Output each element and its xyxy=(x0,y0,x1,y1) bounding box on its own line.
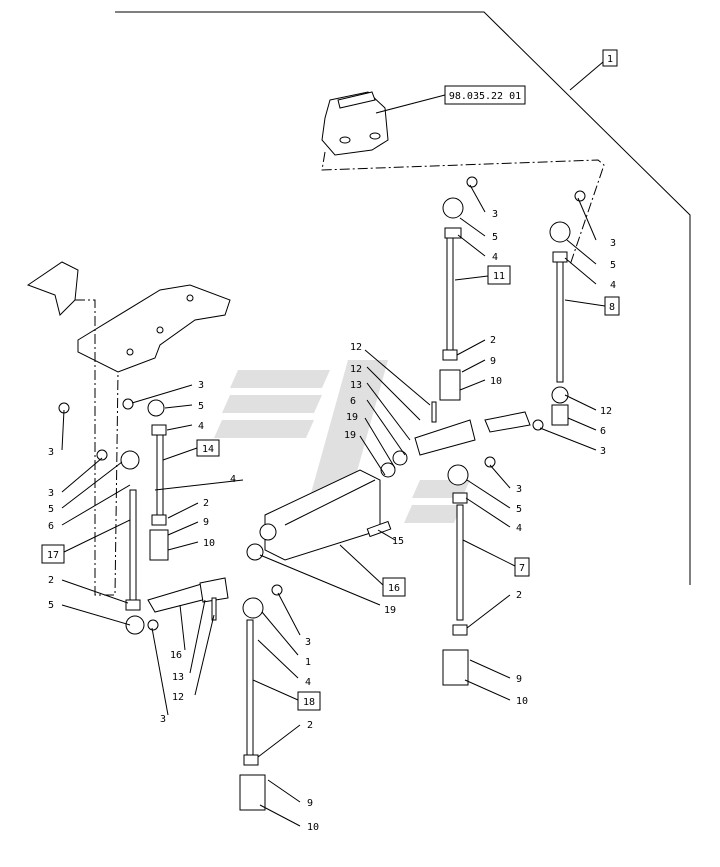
callout: 3 xyxy=(198,380,204,391)
callout: 2 xyxy=(490,335,496,346)
callout: 5 xyxy=(48,504,54,515)
callout: 13 xyxy=(172,672,184,683)
callout: 3 xyxy=(492,209,498,220)
boxed-label-11: 11 xyxy=(493,271,505,282)
callouts: 3 5 4 3 5 4 2 9 10 12 12 13 6 19 19 12 6 xyxy=(48,184,616,833)
callout: 5 xyxy=(492,232,498,243)
callout: 4 xyxy=(610,280,616,291)
boxed-label-7: 7 xyxy=(519,563,525,574)
callout: 5 xyxy=(610,260,616,271)
bracket-dashed-outline xyxy=(321,151,605,266)
callout: 5 xyxy=(516,504,522,515)
callout: 15 xyxy=(392,536,404,547)
callout: 2 xyxy=(203,498,209,509)
callout: 1 xyxy=(305,657,311,668)
assembly-frame-line xyxy=(115,11,691,585)
joint-parts xyxy=(58,176,586,811)
callout: 5 xyxy=(48,600,54,611)
callout: 10 xyxy=(490,376,502,387)
callout: 10 xyxy=(203,538,215,549)
assembly-label: 1 xyxy=(607,54,613,65)
reference-box-label: 98.035.22 01 xyxy=(449,91,521,102)
callout: 2 xyxy=(307,720,313,731)
left-bracket-plate xyxy=(26,261,231,373)
callout: 3 xyxy=(516,484,522,495)
central-shaft-assembly xyxy=(147,401,531,621)
callout: 9 xyxy=(307,798,313,809)
callout: 9 xyxy=(516,674,522,685)
callout: 4 xyxy=(198,421,204,432)
callout: 3 xyxy=(305,637,311,648)
boxed-label-16: 16 xyxy=(388,583,400,594)
callout: 4 xyxy=(492,252,498,263)
callout: 2 xyxy=(48,575,54,586)
callout: 6 xyxy=(48,521,54,532)
boxed-label-17: 17 xyxy=(47,550,59,561)
callout: 12 xyxy=(350,342,362,353)
top-bracket xyxy=(321,91,389,156)
callout: 6 xyxy=(350,396,356,407)
callout: 9 xyxy=(203,517,209,528)
left-dashed-outline xyxy=(75,299,119,596)
callout: 12 xyxy=(350,364,362,375)
callout: 12 xyxy=(172,692,184,703)
callout: 3 xyxy=(600,446,606,457)
callout: 4 xyxy=(516,523,522,534)
boxed-label-8: 8 xyxy=(609,302,615,313)
callout: 10 xyxy=(307,822,319,833)
callout: 3 xyxy=(610,238,616,249)
callout: 4 xyxy=(305,677,311,688)
callout: 3 xyxy=(48,488,54,499)
callout: 16 xyxy=(170,650,182,661)
assembly-label-box: 1 xyxy=(569,49,618,91)
callout: 2 xyxy=(516,590,522,601)
boxed-labels: 11 8 14 7 17 18 16 xyxy=(41,265,620,711)
callout: 19 xyxy=(346,412,358,423)
callout: 13 xyxy=(350,380,362,391)
callout: 19 xyxy=(344,430,356,441)
callout: 10 xyxy=(516,696,528,707)
reference-box: 98.035.22 01 xyxy=(375,85,526,114)
callout: 12 xyxy=(600,406,612,417)
boxed-label-18: 18 xyxy=(303,697,315,708)
callout: 4 xyxy=(230,474,236,485)
callout: 3 xyxy=(48,447,54,458)
callout: 3 xyxy=(160,714,166,725)
boxed-label-14: 14 xyxy=(202,444,214,455)
callout: 5 xyxy=(198,401,204,412)
callout: 6 xyxy=(600,426,606,437)
callout: 19 xyxy=(384,605,396,616)
callout: 9 xyxy=(490,356,496,367)
